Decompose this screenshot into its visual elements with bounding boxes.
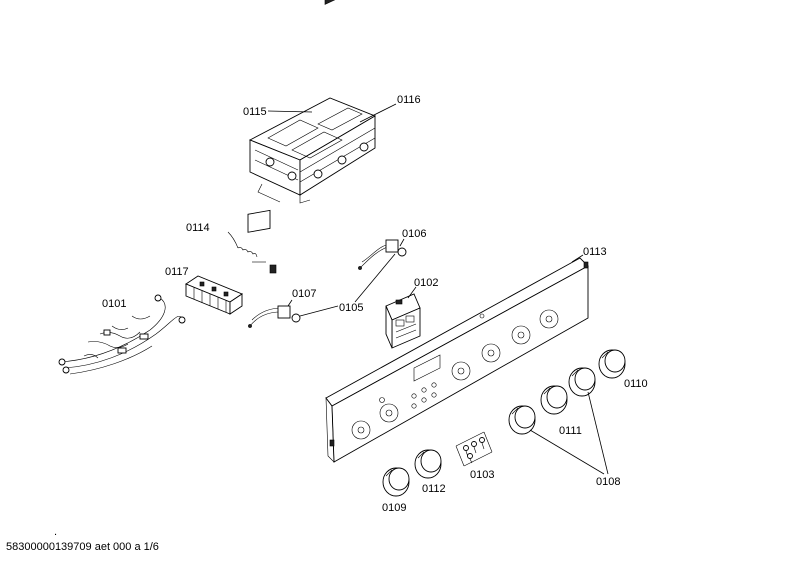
knob-0111 <box>540 385 568 415</box>
label-0108: 0108 <box>596 476 620 488</box>
knob-0108-b <box>568 367 596 397</box>
footer-document-id: 58300000139709 aet 000 a 1/6 <box>6 541 159 553</box>
label-0103: 0103 <box>470 469 494 481</box>
leader-0108-a <box>529 429 605 475</box>
knob-0112 <box>414 449 442 479</box>
leader-0116 <box>359 103 397 123</box>
thermostat <box>227 209 277 274</box>
leader-0102 <box>407 286 417 299</box>
control-panel <box>325 257 589 463</box>
switch-block-assembly <box>248 0 377 204</box>
switch-0106 <box>358 239 407 270</box>
screws <box>455 431 493 467</box>
leader-0105-b <box>354 253 396 303</box>
wiring-harness <box>58 294 186 375</box>
label-0101: 0101 <box>102 298 126 310</box>
knob-0108-a <box>508 405 536 435</box>
footer-mark: . <box>54 526 58 538</box>
leader-0108-b <box>587 391 609 475</box>
knob-0110 <box>598 349 626 379</box>
label-0110: 0110 <box>624 378 648 390</box>
label-0117: 0117 <box>165 266 189 278</box>
leader-0115 <box>267 110 313 113</box>
label-0102: 0102 <box>414 277 438 289</box>
label-0116: 0116 <box>397 94 421 106</box>
timer-module <box>385 293 421 349</box>
leader-0107 <box>287 299 293 307</box>
terminal-block <box>185 275 243 315</box>
label-0115: 0115 <box>243 106 267 118</box>
label-0109: 0109 <box>382 502 406 514</box>
leader-0113 <box>571 254 584 263</box>
label-0111: 0111 <box>559 425 582 437</box>
knob-0109 <box>382 467 410 497</box>
label-0105: 0105 <box>339 302 363 314</box>
leader-0106 <box>399 238 405 247</box>
leader-0105 <box>299 305 339 317</box>
switch-0107 <box>248 305 301 328</box>
label-0107: 0107 <box>292 288 316 300</box>
label-0114: 0114 <box>186 222 210 234</box>
label-0113: 0113 <box>583 246 607 258</box>
label-0106: 0106 <box>402 228 426 240</box>
label-0112: 0112 <box>422 483 446 495</box>
